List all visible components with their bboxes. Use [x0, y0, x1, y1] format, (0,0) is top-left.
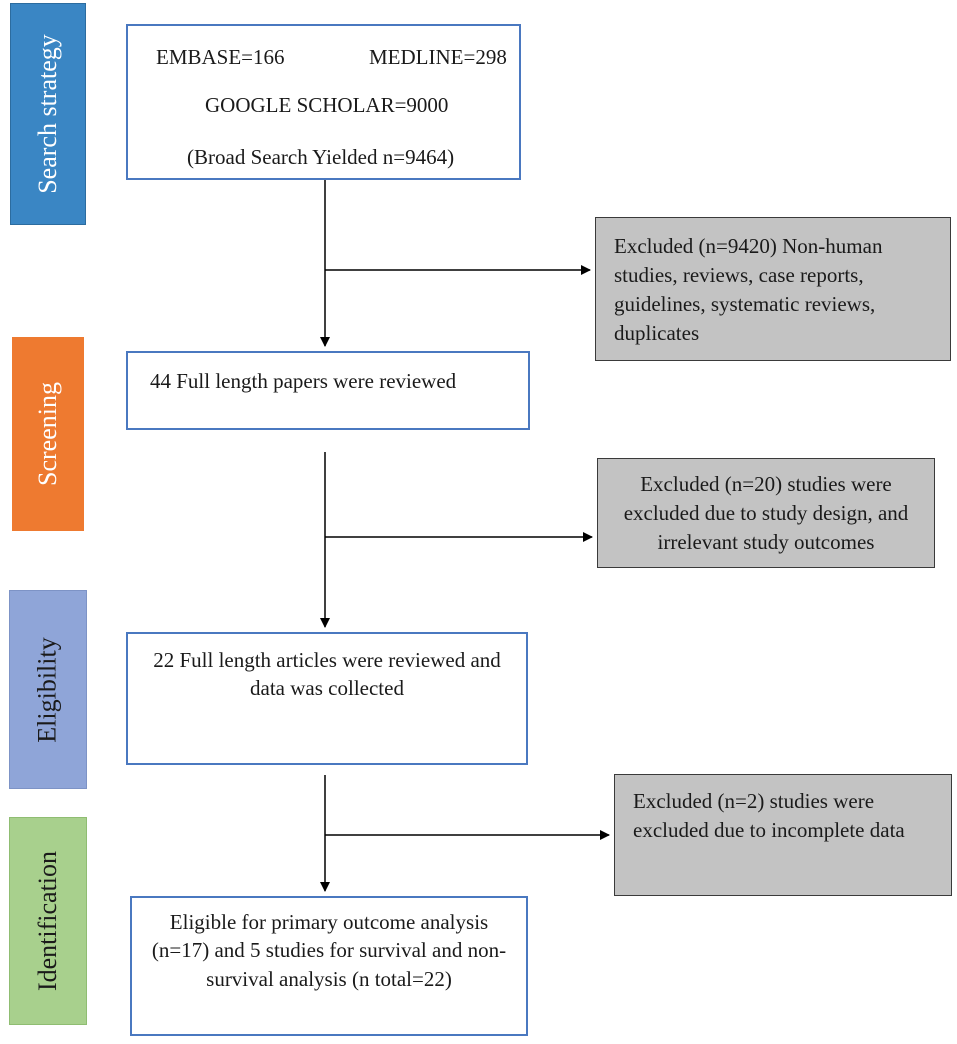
stage-label-eligibility: Eligibility: [9, 590, 87, 789]
embase-count: EMBASE=166: [156, 45, 285, 69]
excluded-box-search-text: Excluded (n=9420) Non-human studies, rev…: [614, 234, 883, 345]
identification-box-text: Eligible for primary outcome analysis (n…: [151, 910, 507, 991]
identification-box: Eligible for primary outcome analysis (n…: [130, 896, 528, 1036]
stage-label-identification: Identification: [9, 817, 87, 1025]
excluded-box-search: Excluded (n=9420) Non-human studies, rev…: [595, 217, 951, 361]
excluded-box-eligibility-text: Excluded (n=2) studies were excluded due…: [633, 789, 905, 842]
screening-box-text: 44 Full length papers were reviewed: [150, 369, 457, 393]
excluded-box-eligibility: Excluded (n=2) studies were excluded due…: [614, 774, 952, 896]
excluded-box-screening: Excluded (n=20) studies were excluded du…: [597, 458, 935, 568]
google-scholar-count: GOOGLE SCHOLAR=9000: [205, 93, 449, 117]
screening-box: 44 Full length papers were reviewed: [126, 351, 530, 430]
search-results-box: EMBASE=166 MEDLINE=298 GOOGLE SCHOLAR=90…: [126, 24, 521, 180]
eligibility-box: 22 Full length articles were reviewed an…: [126, 632, 528, 765]
stage-label-search-strategy: Search strategy: [10, 3, 86, 225]
excluded-box-screening-text: Excluded (n=20) studies were excluded du…: [623, 472, 909, 554]
eligibility-box-text: 22 Full length articles were reviewed an…: [153, 648, 501, 701]
medline-count: MEDLINE=298: [369, 45, 507, 69]
stage-label-screening: Screening: [12, 337, 84, 531]
broad-search-total: (Broad Search Yielded n=9464): [187, 145, 455, 169]
